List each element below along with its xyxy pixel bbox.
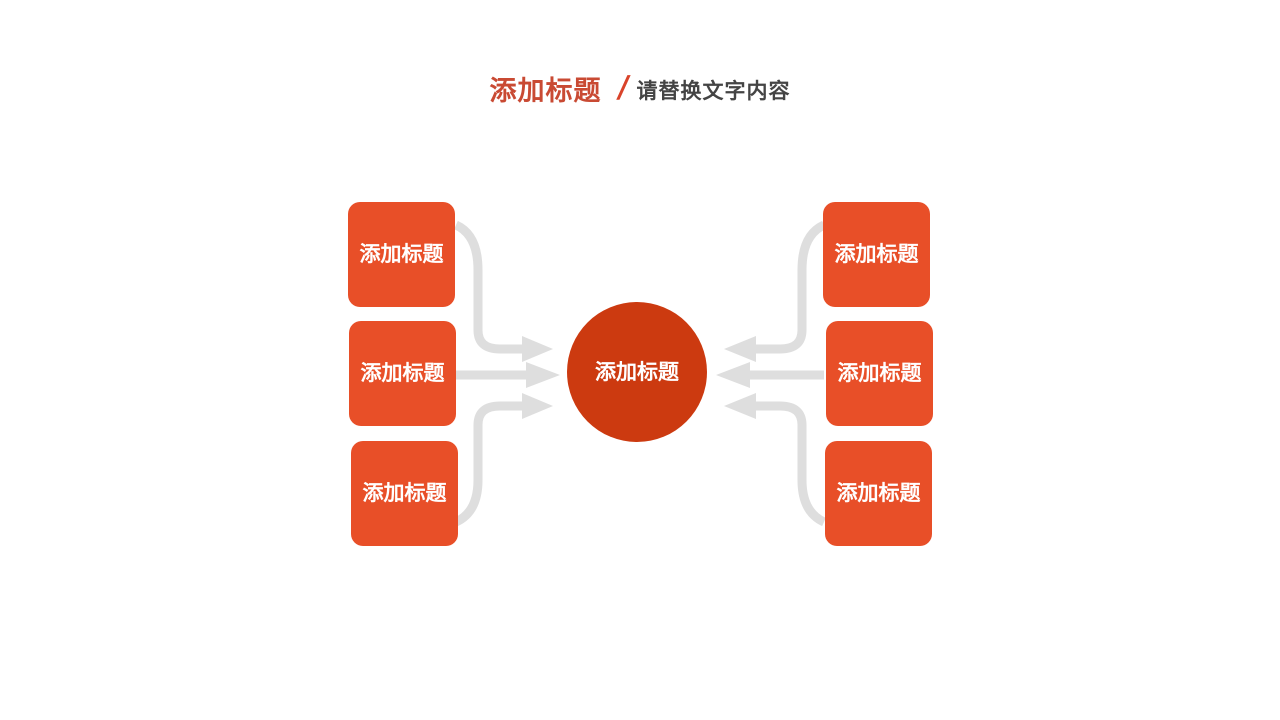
center-node-label: 添加标题	[595, 359, 679, 384]
arrowhead-right-top	[724, 336, 756, 362]
arrowhead-right-middle	[716, 362, 750, 388]
arrowhead-left-bottom	[522, 393, 553, 419]
slide-header: 添加标题 / 请替换文字内容	[0, 68, 1280, 108]
right-node-3: 添加标题	[825, 441, 932, 546]
connector-left-bottom	[453, 401, 526, 527]
connector-left-top	[453, 220, 526, 354]
left-node-3: 添加标题	[351, 441, 458, 546]
right-node-3-label: 添加标题	[836, 481, 921, 505]
right-node-1-label: 添加标题	[834, 242, 919, 266]
left-node-1-label: 添加标题	[359, 242, 444, 266]
connector-right-bottom	[752, 401, 827, 527]
center-node: 添加标题	[567, 302, 707, 442]
right-node-2: 添加标题	[826, 321, 933, 426]
arrowhead-left-top	[522, 336, 553, 362]
left-node-3-label: 添加标题	[362, 481, 447, 505]
slide-title: 添加标题	[489, 75, 602, 107]
arrowhead-right-bottom	[724, 393, 756, 419]
left-node-2-label: 添加标题	[360, 361, 445, 385]
connector-right-top	[752, 220, 827, 354]
left-node-2: 添加标题	[349, 321, 456, 426]
right-node-1: 添加标题	[823, 202, 930, 307]
arrowhead-left-middle	[526, 362, 560, 388]
right-node-2-label: 添加标题	[837, 361, 922, 385]
left-node-1: 添加标题	[348, 202, 455, 307]
slide-subtitle: 请替换文字内容	[636, 78, 791, 103]
